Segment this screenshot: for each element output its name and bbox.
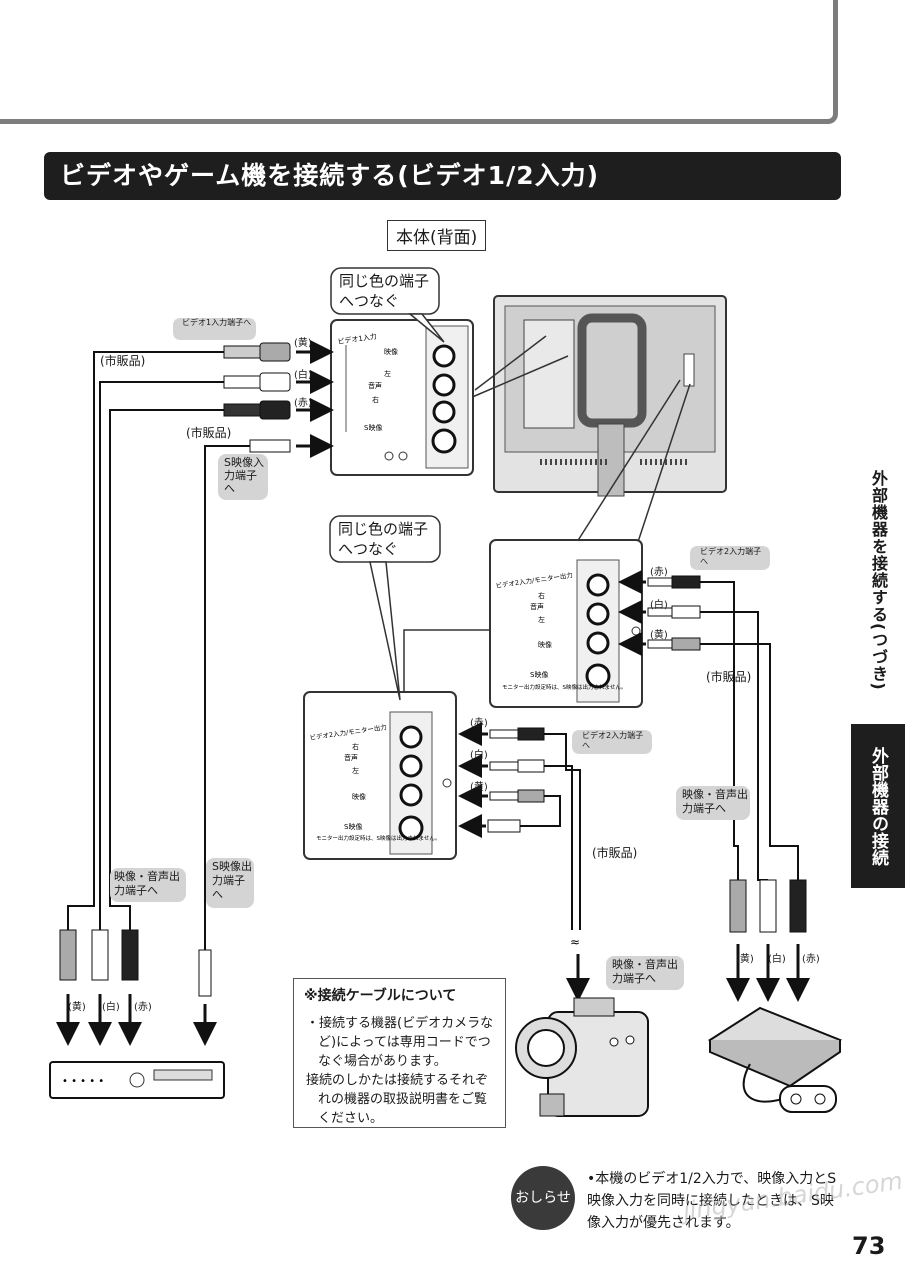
notice-title: ※接続ケーブルについて (304, 988, 457, 1004)
game-console (707, 1006, 843, 1113)
label-av-out-cam: 映像・音声出力端子へ (612, 958, 678, 985)
label-av-out-left: 映像・音声出力端子へ (114, 870, 180, 897)
color-white-4: (白) (102, 1002, 120, 1013)
notice-line-2: 接続のしかたは接続するそれぞれの機器の取扱説明書をご覧ください。 (306, 1073, 489, 1126)
svg-text:S映像: S映像 (344, 822, 362, 831)
svg-text:≈: ≈ (570, 935, 580, 949)
color-yellow-1: (黄) (294, 338, 312, 349)
svg-text:映像: 映像 (352, 792, 366, 801)
svg-text:モニター出力設定時は、S映像は出力されません。: モニター出力設定時は、S映像は出力されません。 (316, 834, 440, 842)
callout-same-color-2 (329, 515, 441, 701)
side-tab-connecting-cont: 外部機器を接続する(つづき) (869, 470, 888, 691)
color-white-3: (白) (470, 750, 488, 761)
color-yellow-2: (黄) (650, 630, 668, 641)
camcorder (515, 997, 649, 1117)
panel1-right: 右 (372, 395, 379, 404)
info-badge: おしらせ (511, 1166, 575, 1230)
svg-text:左: 左 (352, 766, 359, 775)
svg-text:右: 右 (352, 742, 359, 751)
panel1-left: 左 (384, 369, 391, 378)
label-commercial-2: (市販品) (186, 426, 232, 440)
info-text: •本機のビデオ1/2入力で、映像入力とS映像入力を同時に接続したときは、S映像入… (587, 1171, 837, 1231)
label-commercial-3: (市販品) (706, 670, 752, 684)
panel2-monitor-note: モニター出力設定時は、S映像は出力されません。 (502, 683, 626, 691)
panel1-video: 映像 (384, 347, 398, 356)
label-video1-in: ビデオ1入力端子へ (182, 318, 252, 327)
svg-text:S映像: S映像 (530, 670, 548, 679)
cable-notice-box: ※接続ケーブルについて ・接続する機器(ビデオカメラなど)によっては専用コードで… (293, 978, 506, 1128)
body-rear-label: 本体(背面) (387, 220, 487, 251)
tv-rear-illustration (493, 295, 727, 497)
top-frame (0, 0, 838, 124)
panel1-audio: 音声 (368, 381, 382, 390)
callout-text-1: 同じ色の端子へつなぐ (339, 272, 430, 310)
vcr-device: • • • • • (49, 1061, 225, 1099)
label-s-out-left: S映像出力端子へ (212, 860, 252, 901)
label-av-out-right: 映像・音声出力端子へ (682, 788, 748, 815)
panel-video2-lower (303, 691, 457, 860)
svg-text:右: 右 (538, 591, 545, 600)
left-av-cable (67, 351, 224, 930)
label-commercial-1: (市販品) (100, 354, 146, 368)
notice-line-1: ・接続する機器(ビデオカメラなど)によっては専用コードでつなぐ場合があります。 (306, 1016, 494, 1069)
label-commercial-4: (市販品) (592, 846, 638, 860)
color-white-5: (白) (768, 954, 786, 965)
label-video2-in-right: ビデオ2入力端子へ (700, 547, 762, 566)
svg-text:音声: 音声 (344, 753, 358, 762)
color-white-2: (白) (650, 600, 668, 611)
color-yellow-4: (黄) (68, 1002, 86, 1013)
panel-video2-upper (489, 539, 643, 708)
color-yellow-5: (黄) (736, 954, 754, 965)
label-video2-in-left: ビデオ2入力端子へ (582, 731, 644, 750)
color-red-3: (赤) (470, 718, 488, 729)
svg-text:音声: 音声 (530, 602, 544, 611)
color-red-1: (赤) (294, 398, 312, 409)
color-red-5: (赤) (802, 954, 820, 965)
svg-text:• • • • •: • • • • • (62, 1076, 104, 1087)
side-tab-external-devices: 外部機器の接続 (851, 724, 905, 888)
section-title: ビデオやゲーム機を接続する(ビデオ1/2入力) (44, 152, 841, 200)
svg-text:映像: 映像 (538, 640, 552, 649)
color-yellow-3: (黄) (470, 782, 488, 793)
color-red-2: (赤) (650, 567, 668, 578)
callout-same-color-1 (330, 267, 445, 343)
svg-text:左: 左 (538, 615, 545, 624)
callout-text-2: 同じ色の端子へつなぐ (338, 520, 429, 558)
label-s-video-in: S映像入力端子へ (224, 456, 264, 495)
color-red-4: (赤) (134, 1002, 152, 1013)
panel1-svideo: S映像 (364, 423, 382, 432)
page-number: 73 (852, 1232, 886, 1260)
panel-video1 (330, 319, 474, 476)
color-white-1: (白) (294, 370, 312, 381)
